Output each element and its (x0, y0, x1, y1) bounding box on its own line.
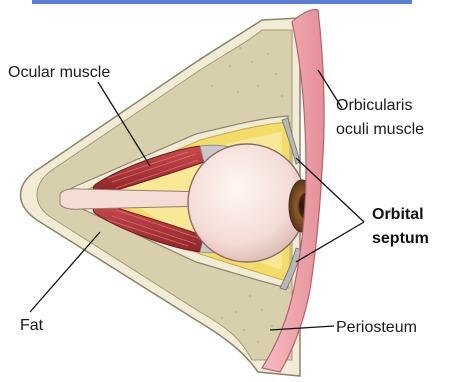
label-periosteum: Periosteum (336, 319, 417, 336)
label-fat: Fat (20, 317, 44, 334)
eyeball (188, 144, 306, 262)
leader-fat (30, 232, 100, 312)
label-orbital-septum-line1: Orbital (372, 206, 424, 223)
label-orbicularis-line2: oculi muscle (336, 121, 424, 138)
top-bar (32, 0, 412, 4)
label-orbicularis-line1: Orbicularis (336, 97, 412, 114)
label-ocular-muscle: Ocular muscle (8, 64, 110, 81)
label-orbital-septum-line2: septum (372, 230, 429, 247)
